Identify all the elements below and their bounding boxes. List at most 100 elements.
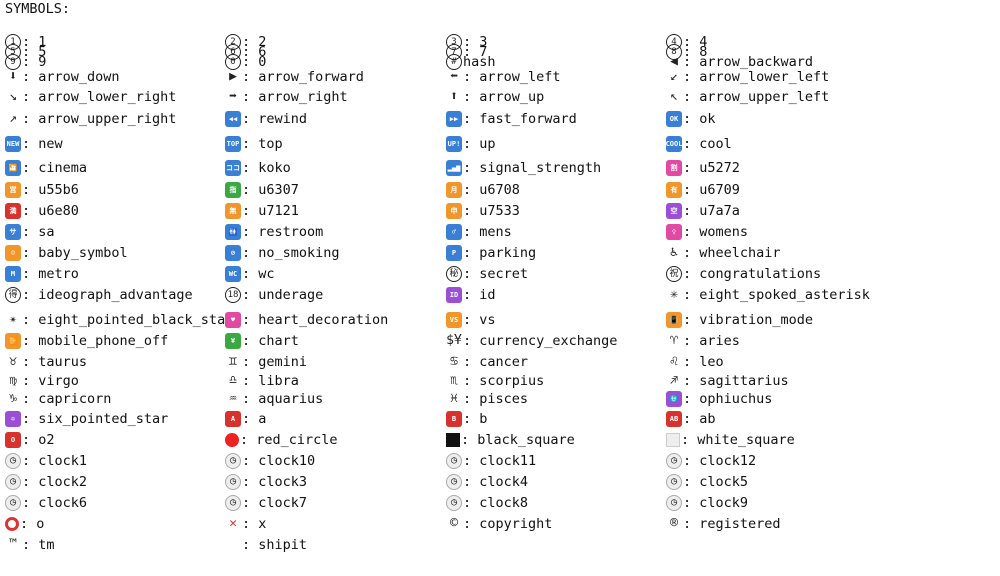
symbol-label: : ok [683,111,716,127]
metro-icon: M [5,266,21,282]
fast-forward-icon: ▶▶ [446,111,462,127]
symbol-item: ↖: arrow_upper_left [666,87,829,107]
womens-icon: ♀ [666,224,682,240]
u6709-icon: 有 [666,182,682,198]
symbol-label: : leo [683,354,724,370]
koko-icon: ココ [225,160,241,176]
symbol-label: : arrow_up [463,89,545,105]
no-smoking-icon: ⊘ [225,245,241,261]
symbol-label: : six_pointed_star [22,411,169,427]
symbol-item: ⛎: ophiuchus [666,389,772,409]
symbol-item: ♒: aquarius [225,389,323,409]
arrow-upper-right-icon: ↗ [9,111,17,126]
symbol-item: 得: ideograph_advantage [5,285,193,305]
symbol-item: 秘: secret [446,264,528,284]
symbol-label: : no_smoking [242,245,340,261]
symbol-label: : up [463,136,496,152]
symbol-item: ▂▄▆: signal_strength [446,158,601,178]
symbol-label: : arrow_down [22,69,120,85]
symbol-item: ®: registered [666,514,780,534]
symbol-item: ▶: arrow_forward [225,67,364,87]
symbol-label: : chart [242,333,299,349]
cinema-icon: 🎦 [5,160,21,176]
symbol-item: ◀◀: rewind [225,109,307,129]
symbol-item: ➡: arrow_right [225,87,348,107]
symbol-item: AB: ab [666,409,716,429]
symbol-label: : vs [463,312,496,328]
symbol-label: : currency_exchange [463,333,618,349]
symbol-item: 18: underage [225,285,323,305]
symbol-label: : u7a7a [683,203,740,219]
sa-icon: サ [5,224,21,240]
symbol-item: ⬆: arrow_up [446,87,544,107]
symbol-label: : 6 [242,44,267,60]
clock3-icon: ◷ [225,474,241,490]
arrow-forward-icon: ▶ [229,69,237,84]
symbol-item: ⬅: arrow_left [446,67,560,87]
symbol-label: : fast_forward [463,111,577,127]
symbol-item: ☺: baby_symbol [5,243,128,263]
symbol-item: ¥: chart [225,331,299,351]
ab-icon: AB [666,411,682,427]
black-square-icon [446,433,460,447]
symbol-label: : shipit [242,537,308,553]
cancer-icon: ♋ [450,354,458,369]
signal-strength-icon: ▂▄▆ [446,160,462,176]
symbol-label: : new [22,136,63,152]
mens-icon: ♂ [446,224,462,240]
symbol-label: : wheelchair [683,245,781,261]
copyright-icon: © [450,516,458,531]
symbol-item: 📳: vibration_mode [666,310,813,330]
rewind-icon: ◀◀ [225,111,241,127]
vibration-mode-icon: 📳 [666,312,682,328]
gemini-icon: ♊ [229,354,237,369]
symbol-item: ◷: clock7 [225,493,307,513]
symbol-label: : clock9 [683,495,749,511]
symbol-label: : u5272 [683,160,740,176]
symbol-label: : koko [242,160,291,176]
red-circle-icon [225,433,239,447]
symbol-label: : 2 [242,34,267,50]
ideograph-advantage-icon: 得 [5,287,21,303]
b-icon: B [446,411,462,427]
libra-icon: ♎ [229,373,237,388]
symbol-item: 9: 9 [5,52,46,72]
u7121-icon: 無 [225,203,241,219]
symbol-item: ◷: clock6 [5,493,87,513]
symbol-item: ♌: leo [666,352,724,372]
symbol-label: : taurus [22,354,88,370]
0-circle-icon: 0 [225,54,241,70]
symbol-label: : sagittarius [683,373,789,389]
symbol-item: ♉: taurus [5,352,87,372]
capricorn-icon: ♑ [9,391,17,406]
symbol-item: COOL: cool [666,134,732,154]
symbol-item: ↙: arrow_lower_left [666,67,829,87]
symbol-label: : sa [22,224,55,240]
symbol-label: : clock6 [22,495,88,511]
u55b6-icon: 営 [5,182,21,198]
o-icon [5,517,19,531]
symbol-label: : wc [242,266,275,282]
symbol-label: : secret [463,266,529,282]
symbol-item: NEW: new [5,134,63,154]
symbol-label: : rewind [242,111,308,127]
symbol-label: : ideograph_advantage [22,287,193,303]
symbol-item: M: metro [5,264,79,284]
symbol-label: : cool [683,136,732,152]
symbol-label: : clock5 [683,474,749,490]
u6708-icon: 月 [446,182,462,198]
symbol-item: 8: 8 [666,42,707,62]
clock10-icon: ◷ [225,453,241,469]
symbol-item: : white_square [666,430,795,450]
ophiuchus-icon: ⛎ [666,391,682,407]
congratulations-icon: 祝 [666,266,682,282]
symbol-item: ◷: clock1 [5,451,87,471]
symbol-label: : pisces [463,391,529,407]
symbol-item: $¥: currency_exchange [446,331,617,351]
symbol-item: ココ: koko [225,158,291,178]
symbol-label: : 1 [22,34,47,50]
arrow-lower-right-icon: ↘ [9,89,17,104]
symbol-label: : heart_decoration [242,312,389,328]
symbol-label: : u6e80 [22,203,79,219]
symbol-item: # hash [446,52,496,72]
